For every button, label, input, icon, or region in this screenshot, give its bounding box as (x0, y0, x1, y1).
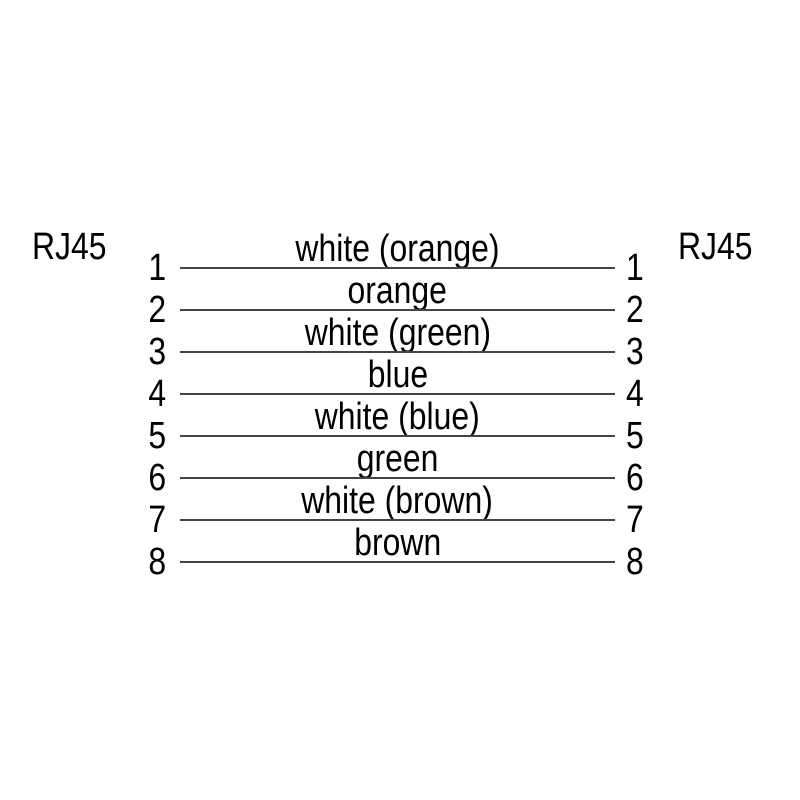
pin-number-right: 3 (626, 331, 644, 373)
pin-number-left: 4 (148, 373, 166, 415)
wire-color-label: white (green) (304, 312, 491, 354)
wire-color-label: orange (347, 270, 448, 312)
pin-number-left: 5 (148, 415, 166, 457)
pin-number-left: 8 (148, 541, 166, 583)
pin-number-left: 6 (148, 457, 166, 499)
pin-number-left: 2 (148, 289, 166, 331)
pin-number-left: 1 (148, 247, 166, 289)
pin-number-right: 5 (626, 415, 644, 457)
wire-color-label: brown (354, 522, 441, 564)
connector-label-left-text: RJ45 (32, 226, 107, 268)
wire-color-label: white (brown) (301, 480, 494, 522)
wire-color-label: green (356, 438, 439, 480)
wire-line (180, 267, 615, 269)
wire-color-label: blue (367, 354, 428, 396)
wire-color-label: white (blue) (314, 396, 480, 438)
wire-line (180, 561, 615, 563)
wire-line (180, 435, 615, 437)
pin-number-right: 4 (626, 373, 644, 415)
wire-line (180, 519, 615, 521)
wire-color-label: white (orange) (295, 228, 500, 270)
pin-number-right: 8 (626, 541, 644, 583)
pin-number-left: 7 (148, 499, 166, 541)
connector-label-right: RJ45 (678, 228, 767, 266)
wire-line (180, 309, 615, 311)
pin-number-right: 1 (626, 247, 644, 289)
pin-number-right: 6 (626, 457, 644, 499)
pin-number-right: 2 (626, 289, 644, 331)
wire-line (180, 393, 615, 395)
connector-label-left: RJ45 (32, 228, 121, 266)
pin-number-left: 3 (148, 331, 166, 373)
pin-number-right: 7 (626, 499, 644, 541)
wire-line (180, 351, 615, 353)
wire-line (180, 477, 615, 479)
connector-label-right-text: RJ45 (678, 226, 753, 268)
